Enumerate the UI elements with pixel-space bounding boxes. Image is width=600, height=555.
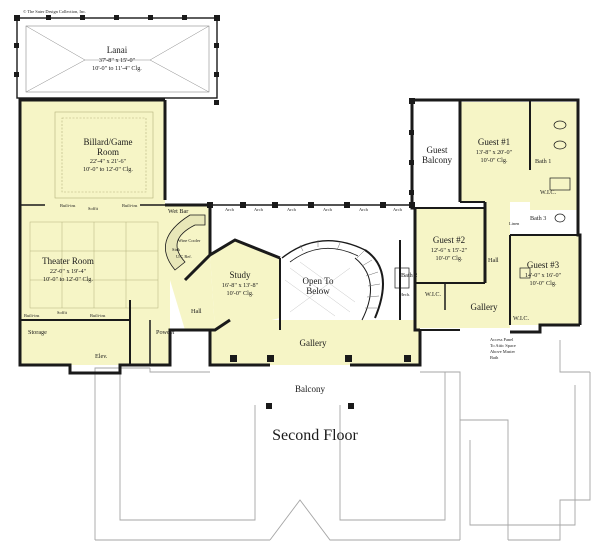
guest-balcony-posts (409, 98, 415, 195)
bath2-label: Bath 2 (401, 272, 417, 279)
bath3-label: Bath 3 (530, 215, 546, 222)
guest1-dims: 13'-8" x 20'-0" (476, 149, 513, 156)
svg-text:To Attic Space: To Attic Space (490, 343, 516, 348)
open-below-line-1: Open To (303, 276, 334, 286)
svg-text:Bath: Bath (490, 355, 499, 360)
wine-cooler-label: Wine Cooler (178, 238, 201, 243)
guest3-name: Guest #3 (527, 260, 560, 270)
arch-label-5: Arch (359, 207, 369, 212)
guest2-clg: 10'-0" Clg. (435, 255, 462, 262)
lanai-clg: 10'-0" to 11'-4" Clg. (92, 65, 142, 72)
built-ins-label-3: Built-ins (60, 203, 76, 208)
guest-balcony-line-1: Guest (427, 145, 448, 155)
arch-label-4: Arch (323, 207, 333, 212)
storage-label: Storage (28, 329, 47, 336)
soffit-label-bottom: Soffit (57, 310, 68, 315)
lanai (14, 15, 220, 105)
study-dims: 16'-8" x 13'-8" (222, 282, 259, 289)
guest1-name: Guest #1 (478, 137, 510, 147)
theater-ceiling (29, 221, 159, 309)
bath1-label: Bath 1 (535, 158, 551, 165)
mech-label: Mech. (399, 292, 410, 297)
guest1-clg: 10'-0" Clg. (480, 157, 507, 164)
room-fills (20, 100, 580, 405)
site-outline (94, 340, 591, 541)
arch-posts (207, 202, 415, 409)
study-name: Study (229, 270, 251, 280)
billiard-name-1: Billard/Game (84, 137, 133, 147)
theater-clg: 10'-0" to 12'-0" Clg. (43, 276, 93, 283)
built-ins-label-2: Built-ins (90, 313, 106, 318)
guest2-name: Guest #2 (433, 235, 465, 245)
svg-text:Access Panel: Access Panel (490, 337, 514, 342)
billiard-clg: 10'-0" to 12'-0" Clg. (83, 166, 133, 173)
guest3-dims: 14'-0" x 16'-0" (525, 272, 562, 279)
uc-ref-label: U/C Ref. (176, 254, 192, 259)
built-ins-label-1: Built-ins (24, 313, 40, 318)
arch-label-6: Arch (393, 207, 403, 212)
powder-label: Powder (156, 329, 175, 336)
arch-label-3: Arch (287, 207, 297, 212)
wet-bar-counter (165, 214, 206, 271)
study-clg: 10'-0" Clg. (226, 290, 253, 297)
hall-left-label: Hall (191, 308, 202, 315)
built-ins-label-4: Built-ins (122, 203, 138, 208)
sink-label: Sink (172, 247, 181, 252)
theater-name: Theater Room (42, 256, 94, 266)
wic-label-3: W.I.C. (513, 315, 530, 322)
linen-label: Linen (509, 221, 520, 226)
stair-curve (281, 240, 384, 321)
billiard-ceiling (54, 111, 154, 199)
guest2-dims: 12'-6" x 15'-2" (431, 247, 468, 254)
gallery-center-label: Gallery (300, 338, 327, 348)
hall-right-label: Hall (488, 257, 499, 264)
balcony-label: Balcony (295, 384, 325, 394)
wet-bar-label: Wet Bar (168, 208, 188, 215)
open-below-line-2: Below (306, 286, 330, 296)
soffit-label-top: Soffit (88, 206, 99, 211)
arch-label-2: Arch (254, 207, 264, 212)
access-panel-note: Access Panel To Attic Space Above Master… (490, 337, 516, 360)
lanai-dims: 37'-8" x 15'-0" (99, 57, 136, 64)
copyright-note: © The Sater Design Collection, Inc. (23, 9, 86, 15)
floor-title: Second Floor (272, 427, 358, 444)
svg-text:Above Master: Above Master (490, 349, 516, 354)
stair-treads (299, 240, 381, 309)
billiard-dims: 22'-4" x 21'-6" (90, 158, 127, 165)
wic-label-2: W.I.C. (425, 291, 442, 298)
lanai-name: Lanai (107, 45, 128, 55)
bath-fixtures (394, 120, 571, 289)
elev-label: Elev. (95, 353, 108, 360)
billiard-name-2: Room (97, 147, 119, 157)
guest-balcony-line-2: Balcony (422, 155, 452, 165)
guest3-clg: 10'-0" Clg. (529, 280, 556, 287)
theater-dims: 22'-0" x 19'-4" (50, 268, 87, 275)
gallery-right-label: Gallery (471, 302, 498, 312)
arch-label-1: Arch (225, 207, 235, 212)
wic-label-1: W.I.C. (540, 189, 557, 196)
open-below-hatch (284, 261, 356, 317)
